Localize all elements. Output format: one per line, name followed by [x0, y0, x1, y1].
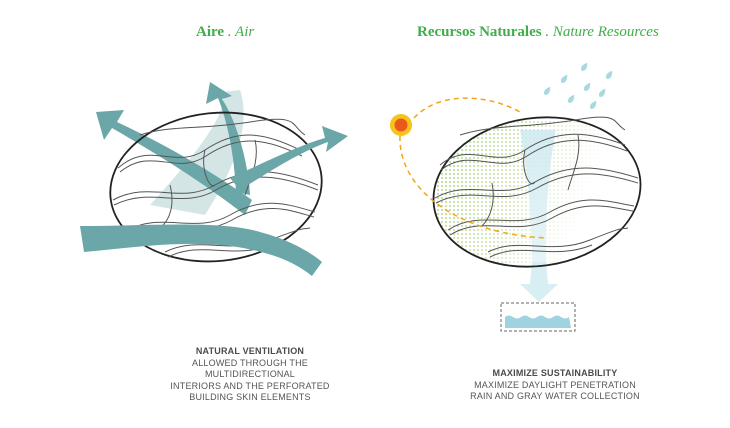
raindrop-icon [590, 100, 597, 109]
air-caption-line: ALLOWED THROUGH THE [192, 357, 308, 368]
resources-caption-heading: MAXIMIZE SUSTAINABILITY [492, 368, 618, 378]
raindrop-icon [584, 82, 591, 91]
air-shell-outline [109, 111, 323, 263]
resources-title-separator: . [541, 24, 553, 40]
raindrop-icon [568, 94, 575, 103]
water-beam-outer [520, 262, 558, 302]
air-caption-line: MULTIDIRECTIONAL [204, 369, 296, 379]
sun-orbit-lower [399, 135, 549, 239]
air-title-separator: . [224, 24, 236, 40]
raindrop-icon [561, 74, 568, 83]
resources-title: Recursos Naturales . Nature Resources [417, 24, 659, 41]
water-beam-inner [520, 130, 556, 270]
rain-drops [544, 62, 613, 109]
resources-shell-lattice [434, 116, 639, 258]
air-caption-line: INTERIORS AND THE PERFORATED [170, 380, 330, 391]
resources-shell-outline [432, 116, 642, 268]
resources-diagram [390, 62, 642, 332]
air-caption: NATURAL VENTILATION ALLOWED THROUGH THE … [150, 346, 350, 404]
air-title-english: Air [235, 24, 255, 40]
raindrop-icon [581, 62, 588, 71]
resources-caption-line: MAXIMIZE DAYLIGHT PENETRATION [474, 379, 636, 390]
sun-orbit [413, 97, 521, 119]
air-caption-heading: NATURAL VENTILATION [195, 346, 305, 356]
raindrop-icon [544, 86, 551, 95]
raindrop-icon [606, 70, 613, 79]
air-caption-line: BUILDING SKIN ELEMENTS [189, 392, 311, 402]
raindrop-icon [599, 88, 606, 97]
sun-icon [390, 114, 412, 136]
resources-caption: MAXIMIZE SUSTAINABILITY MAXIMIZE DAYLIGH… [455, 368, 655, 403]
resources-title-spanish: Recursos Naturales [417, 24, 542, 40]
airflow-arrow-right [230, 126, 348, 190]
resources-caption-line: RAIN AND GRAY WATER COLLECTION [470, 391, 640, 401]
resources-title-english: Nature Resources [552, 24, 659, 40]
air-diagram [80, 82, 348, 276]
airflow-arrow-up [206, 82, 250, 195]
water-tank-icon [500, 302, 576, 332]
daylight-dots [430, 120, 600, 270]
air-title: Aire . Air [196, 24, 254, 41]
air-title-spanish: Aire [196, 24, 225, 40]
airflow-stream-bottom [80, 224, 322, 276]
